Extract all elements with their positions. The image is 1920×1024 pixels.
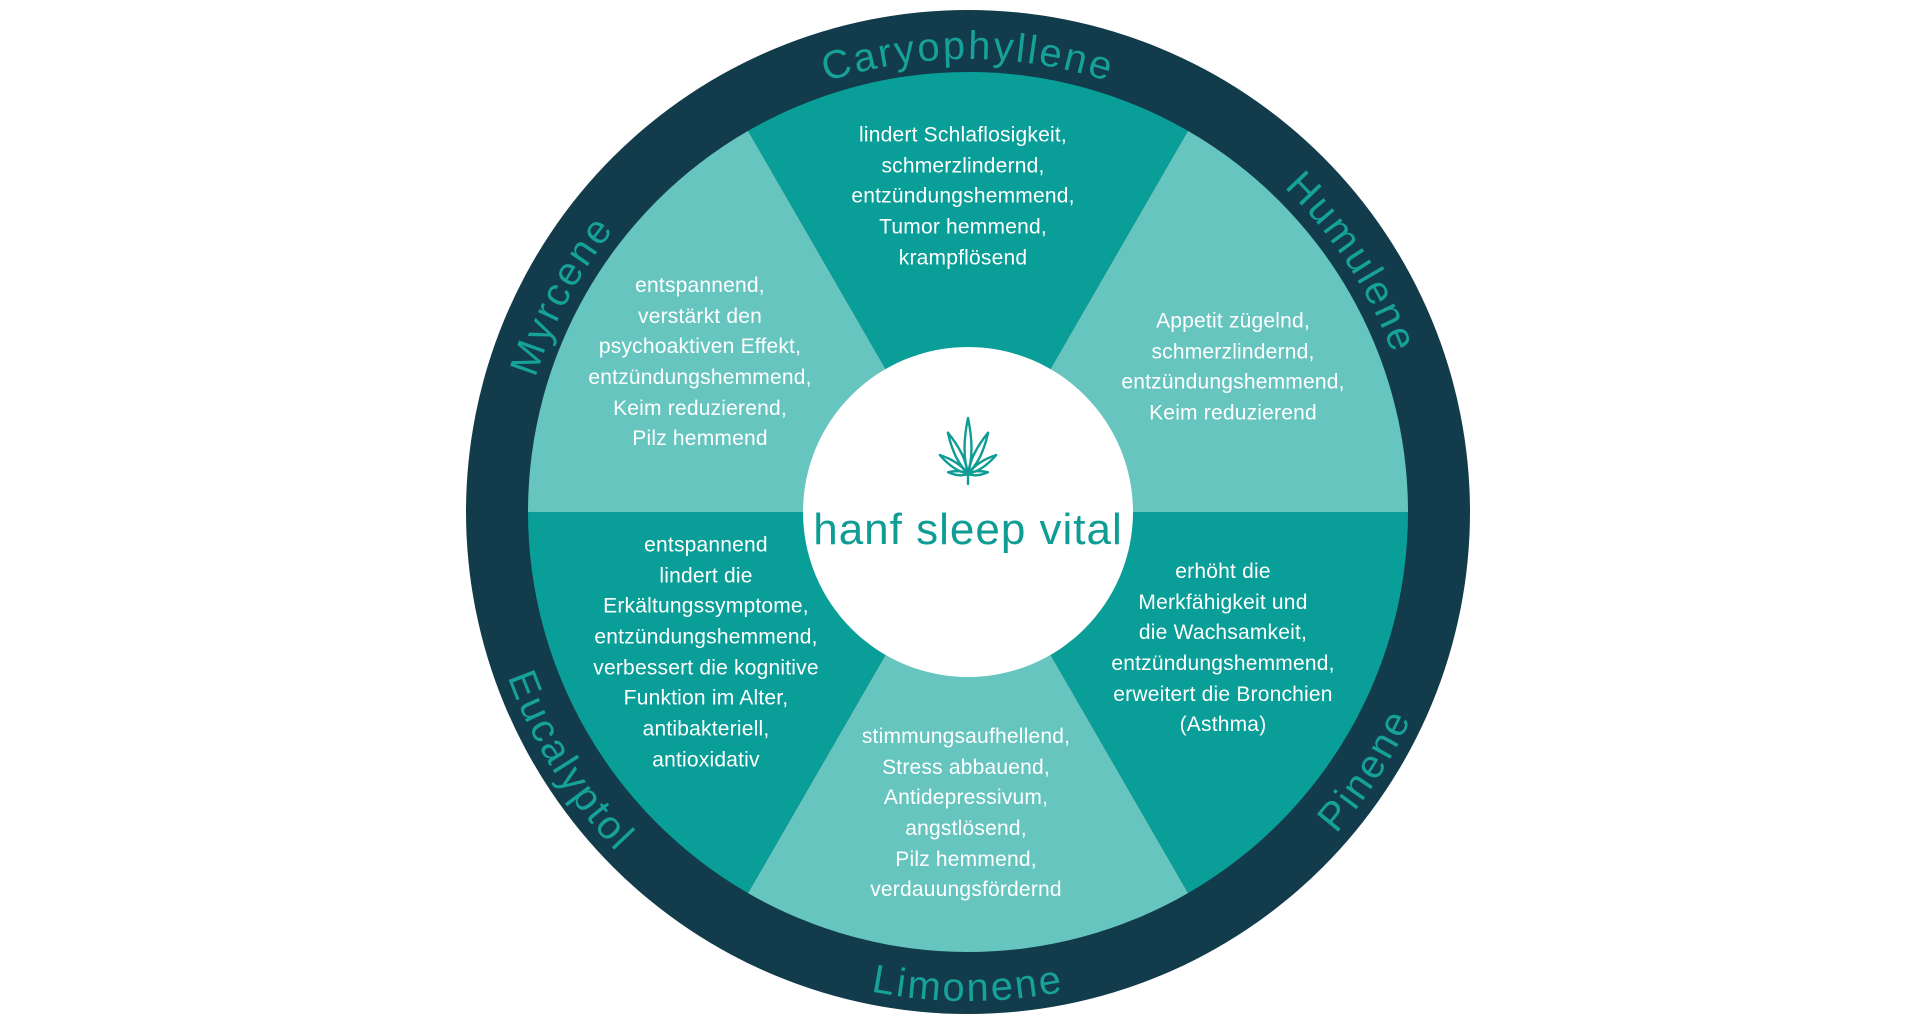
wedge-limonene	[748, 512, 1188, 953]
effects-limonene: stimmungsaufhellend, Stress abbauend, An…	[861, 725, 1071, 902]
effects-pinene: erhöht die Merkfähigkeit und die Wachsam…	[1111, 560, 1335, 737]
brand-wordmark: hanf sleep vital	[813, 505, 1123, 554]
center-circle	[803, 347, 1133, 677]
effects-myrcene: entspannend, verstärkt den psychoaktiven…	[588, 274, 812, 451]
wedge-caryophyllene	[748, 71, 1188, 512]
effects-humulene: Appetit zügelnd, schmerzlindernd, entzün…	[1121, 309, 1345, 425]
hemp-leaf-icon	[938, 416, 998, 486]
effects-caryophyllene: lindert Schlaflosigkeit, schmerzlindernd…	[851, 123, 1075, 269]
effects-eucalyptol: entspannend lindert die Erkältungssympto…	[593, 533, 819, 771]
